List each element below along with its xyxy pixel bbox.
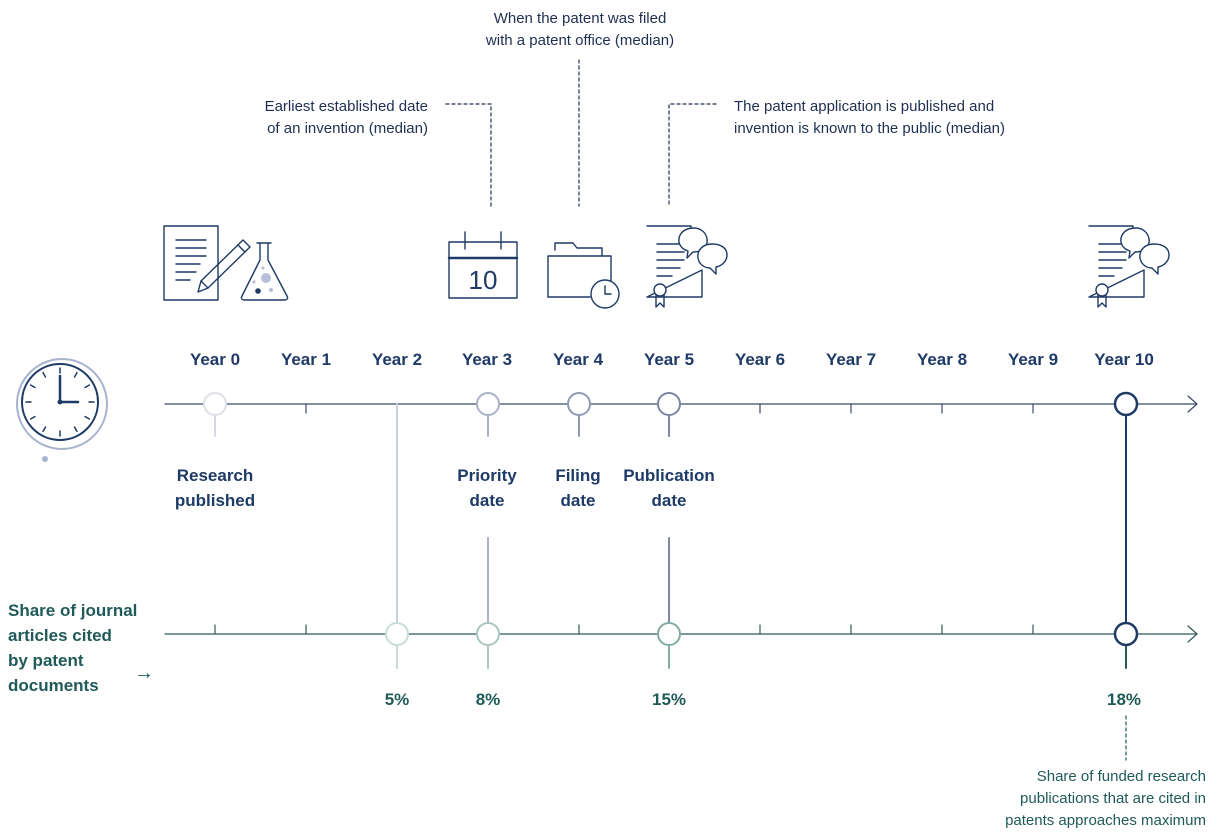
- pen-icon: [197, 239, 251, 293]
- year-label-1: Year 1: [280, 350, 332, 369]
- year-label-3: Year 3: [461, 350, 513, 369]
- year-label-5: Year 5: [643, 350, 695, 369]
- clock-icon: [16, 358, 108, 462]
- pct-year-5: 15%: [651, 690, 687, 709]
- filed-callout-line1: When the patent was filed: [493, 10, 667, 27]
- published-connector: [668, 103, 717, 207]
- earliest-callout-line2: of an invention (median): [267, 120, 428, 137]
- filed-callout-line2: with a patent office (median): [485, 32, 675, 49]
- share-marker-3: [476, 622, 500, 646]
- share-label: Share of journal articles cited by paten…: [8, 598, 168, 698]
- share-label-line1: Share of journal: [8, 601, 138, 620]
- year-label-8: Year 8: [916, 350, 968, 369]
- filing-marker: [567, 392, 591, 416]
- share-funded-line3: patents approaches maximum: [1005, 812, 1206, 829]
- filing-line2: date: [560, 491, 596, 510]
- priority-line1: Priority: [457, 466, 517, 485]
- research-line1: Research: [176, 466, 254, 485]
- year-label-7: Year 7: [825, 350, 877, 369]
- publication-date-label: Publication date: [604, 463, 734, 513]
- year10-marker-top: [1113, 391, 1139, 417]
- pct-year-10: 18%: [1106, 690, 1142, 709]
- publication-line1: Publication: [623, 466, 715, 485]
- patent-certificate-icon: [1088, 225, 1170, 308]
- earliest-callout-line1: Earliest established date: [264, 98, 428, 115]
- filing-line1: Filing: [555, 466, 601, 485]
- publication-marker: [657, 392, 681, 416]
- pct-year-2: 5%: [384, 690, 410, 709]
- year-label-4: Year 4: [552, 350, 604, 369]
- year-label-0: Year 0: [189, 350, 241, 369]
- year-label-2: Year 2: [371, 350, 423, 369]
- folder-clock-icon: [547, 242, 620, 309]
- share-marker-5: [657, 622, 681, 646]
- share-funded-line1: Share of funded research: [1036, 768, 1206, 785]
- research-line2: published: [174, 491, 256, 510]
- published-callout: The patent application is published and …: [734, 96, 1064, 140]
- earliest-connector: [445, 103, 492, 207]
- published-callout-line2: invention is known to the public (median…: [734, 120, 1005, 137]
- bottom-ticks: [214, 624, 1034, 635]
- bottom-timeline-arrowhead: [1187, 625, 1198, 643]
- calendar-icon: [447, 231, 519, 299]
- research-marker: [203, 392, 227, 416]
- callout-connectors: [445, 59, 1127, 761]
- share-funded-callout: Share of funded research publications th…: [950, 766, 1206, 832]
- share-funded-line2: publications that are cited in: [1020, 790, 1206, 807]
- filed-callout: When the patent was filed with a patent …: [440, 8, 720, 52]
- filing-date-label: Filing date: [528, 463, 628, 513]
- priority-marker: [476, 392, 500, 416]
- year-label-9: Year 9: [1007, 350, 1059, 369]
- research-document-icon: [163, 225, 219, 301]
- year-label-10: Year 10: [1094, 350, 1154, 369]
- share-label-line3: by patent: [8, 651, 84, 670]
- calendar-day-text: 10: [469, 265, 498, 295]
- published-callout-line1: The patent application is published and: [734, 98, 995, 115]
- publication-line2: date: [651, 491, 687, 510]
- year-label-6: Year 6: [734, 350, 786, 369]
- share-marker-2: [385, 622, 409, 646]
- share-marker-10: [1113, 621, 1139, 647]
- priority-date-label: Priority date: [427, 463, 547, 513]
- share-label-line2: articles cited: [8, 626, 112, 645]
- earliest-callout: Earliest established date of an inventio…: [180, 96, 428, 140]
- share-arrow-icon: →: [134, 662, 154, 684]
- flask-icon: [240, 242, 289, 301]
- research-published-label: Research published: [155, 463, 275, 513]
- pct-year-3: 8%: [475, 690, 501, 709]
- share-label-line4: documents: [8, 676, 99, 695]
- priority-line2: date: [469, 491, 505, 510]
- top-timeline-arrowhead: [1187, 395, 1198, 413]
- publication-certificate-icon: [646, 225, 728, 308]
